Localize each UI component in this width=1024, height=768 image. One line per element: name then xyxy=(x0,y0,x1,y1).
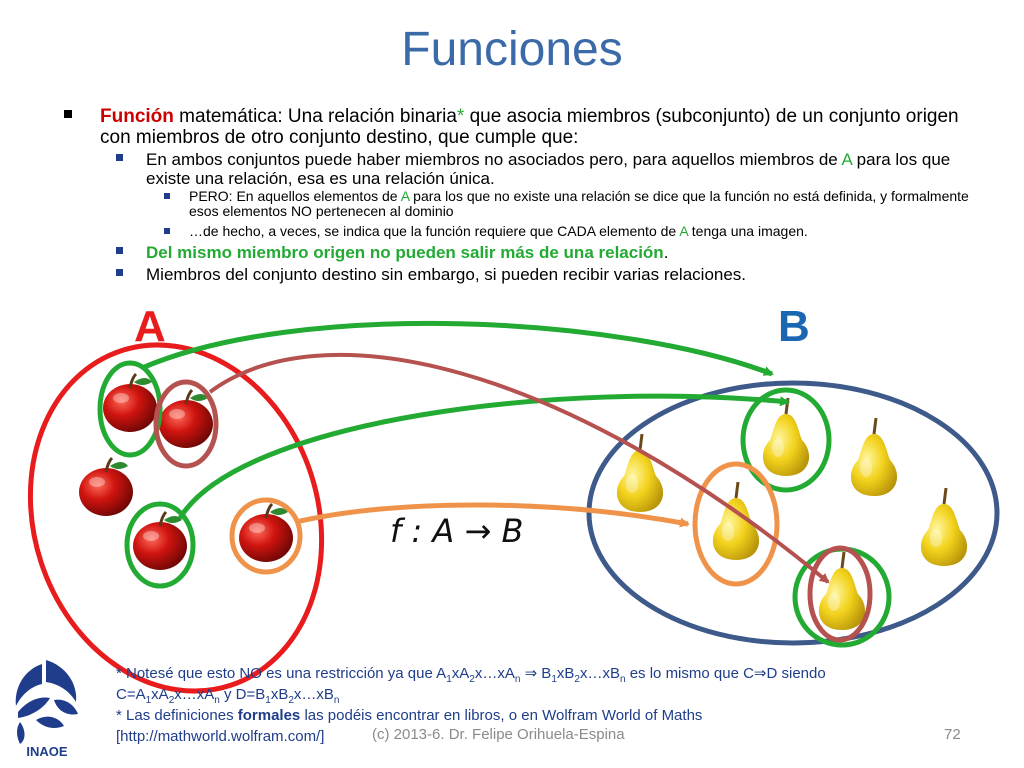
ring-apple-4 xyxy=(124,501,196,589)
pear-5 xyxy=(919,486,969,568)
footnote-star: * xyxy=(456,106,465,127)
bullet-ambos-conjuntos: En ambos conjuntos puede haber miembros … xyxy=(146,150,951,188)
footer-copyright: (c) 2013-6. Dr. Felipe Orihuela-Espina xyxy=(372,726,625,743)
inaoe-logo-icon: INAOE xyxy=(15,660,78,759)
apple-4 xyxy=(131,510,189,572)
bullet-marker xyxy=(164,193,170,199)
term-funcion: Función xyxy=(100,106,174,127)
bullet-marker xyxy=(116,247,123,254)
function-formula: f : A → B xyxy=(390,512,524,550)
arrow-green-2 xyxy=(177,393,790,520)
set-b-ellipse xyxy=(586,380,1000,646)
pear-1 xyxy=(615,432,665,514)
bullet-destino: Miembros del conjunto destino sin embarg… xyxy=(146,265,747,284)
bullet-mismo-miembro: Del mismo miembro origen no pueden salir… xyxy=(146,243,669,262)
bullet-marker xyxy=(164,228,170,234)
wolfram-link[interactable]: [http://mathworld.wolfram.com/] xyxy=(116,728,325,745)
arrow-orange xyxy=(295,502,690,528)
bullet-text: matemática: Una relación binaria xyxy=(173,106,457,127)
ring-pear-4 xyxy=(692,461,780,587)
arrow-green-1 xyxy=(141,320,774,377)
apple-5 xyxy=(237,502,295,564)
set-a-ref: A xyxy=(400,188,410,204)
bullet-marker xyxy=(64,110,72,118)
page-number: 72 xyxy=(944,726,961,743)
set-a-ellipse xyxy=(27,342,325,694)
pear-3 xyxy=(849,416,899,498)
bullet-marker xyxy=(116,154,123,161)
ring-apple-2 xyxy=(153,379,219,469)
apple-1 xyxy=(101,372,159,434)
note-restriction: * Notesé que esto NO es una restricción … xyxy=(116,665,826,685)
bullet-marker xyxy=(116,269,123,276)
bullet-text: que asocia miembros (subconjunto) de un … xyxy=(100,106,959,148)
bullet-de-hecho: …de hecho, a veces, se indica que la fun… xyxy=(189,223,808,239)
apple-2 xyxy=(157,388,215,450)
set-a-label: A xyxy=(134,302,166,351)
set-a-ref: A xyxy=(679,223,688,239)
arrow-brown xyxy=(208,352,830,584)
set-a-ref: A xyxy=(841,150,852,169)
bullet-pero: PERO: En aquellos elementos de A para lo… xyxy=(189,188,969,219)
ring-apple-5 xyxy=(229,497,303,575)
bullet-funcion: Función matemática: Una relación binaria… xyxy=(100,106,980,148)
ring-pear-2 xyxy=(740,387,832,493)
pear-6 xyxy=(817,550,867,632)
apple-3 xyxy=(77,456,135,518)
note-definitions-c-d: C=A1xA2x…xAn y D=B1xB2x…xBn xyxy=(116,686,340,706)
pear-2 xyxy=(761,396,811,478)
set-b-label: B xyxy=(778,302,810,351)
svg-text:INAOE: INAOE xyxy=(26,744,68,759)
ring-pear-6-brown xyxy=(807,545,873,643)
slide-title: Funciones xyxy=(401,23,623,76)
note-formal-definitions: * Las definiciones formales las podéis e… xyxy=(116,707,703,724)
